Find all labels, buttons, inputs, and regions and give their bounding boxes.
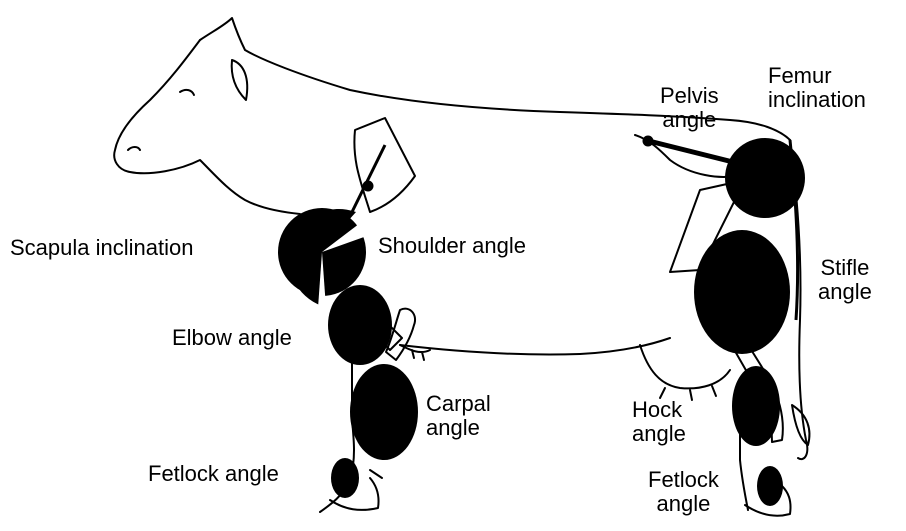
scapula-line xyxy=(352,145,385,212)
carpal-angle-wedge xyxy=(350,364,418,460)
fetlock-angle-rear-label-line2: angle xyxy=(657,492,711,516)
pelvis-angle-label-line2: angle xyxy=(662,108,716,132)
scapula-inclination-label: Scapula inclination xyxy=(10,236,193,260)
femur-inclination-label-line2: inclination xyxy=(768,88,866,112)
fetlock-front-wedge xyxy=(331,458,359,498)
elbow-angle-wedge xyxy=(328,285,392,365)
carpal-angle-label: Carpal angle xyxy=(426,392,491,440)
stifle-angle-wedge xyxy=(694,230,790,354)
stifle-angle-label: Stifle angle xyxy=(818,256,872,304)
cow-belly-outline xyxy=(400,338,670,355)
pelvis-angle-label: Pelvis angle xyxy=(660,84,719,132)
hock-angle-label-line1: Hock xyxy=(632,398,682,422)
hock-angle-label-line2: angle xyxy=(632,422,686,446)
stifle-angle-label-line1: Stifle xyxy=(820,256,869,280)
elbow-angle-label: Elbow angle xyxy=(172,326,292,350)
scapula-point xyxy=(363,181,373,191)
fetlock-rear-wedge xyxy=(757,466,783,506)
fetlock-angle-rear-label-line1: Fetlock xyxy=(648,468,719,492)
stifle-angle-label-line2: angle xyxy=(818,280,872,304)
femur-inclination-label: Femur inclination xyxy=(768,64,866,112)
pelvis-angle-label-line1: Pelvis xyxy=(660,84,719,108)
cow-ear xyxy=(232,60,248,100)
front-scapula-bone xyxy=(354,118,415,212)
front-dewclaw xyxy=(370,470,382,478)
cow-head-outline xyxy=(114,40,300,214)
hock-angle-label: Hock angle xyxy=(632,398,686,446)
cow-nostril xyxy=(128,147,140,150)
cow-teat-3 xyxy=(712,386,716,396)
femur-inclination-label-line1: Femur xyxy=(768,64,832,88)
fetlock-angle-front-label: Fetlock angle xyxy=(148,462,279,486)
cow-udder xyxy=(640,345,730,388)
cow-teat-2 xyxy=(690,390,692,400)
hock-angle-wedge xyxy=(732,366,780,446)
fetlock-angle-rear-label: Fetlock angle xyxy=(648,468,719,516)
carpal-angle-label-line1: Carpal xyxy=(426,392,491,416)
cow-eye xyxy=(180,90,194,95)
pelvis-femur-wedge xyxy=(725,138,805,218)
rear-dewclaw xyxy=(792,405,809,445)
pelvis-point xyxy=(643,136,653,146)
shoulder-angle-label: Shoulder angle xyxy=(378,234,526,258)
carpal-angle-label-line2: angle xyxy=(426,416,480,440)
